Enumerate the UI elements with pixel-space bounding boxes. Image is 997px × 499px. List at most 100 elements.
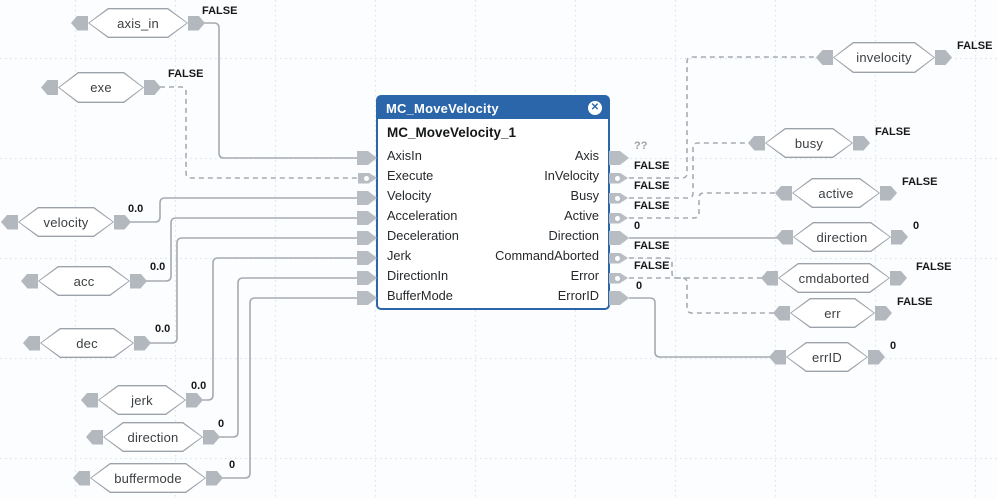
pin-input-execute[interactable]: [358, 172, 377, 184]
block-row: DirectionIn Error: [378, 265, 608, 285]
tag-connector-left[interactable]: [775, 185, 792, 201]
tag-connector-left[interactable]: [71, 15, 88, 31]
tag-errid[interactable]: errID: [769, 342, 885, 372]
tag-velocity[interactable]: velocity: [1, 207, 131, 237]
bool-pin-dot: [615, 255, 620, 261]
tag-busy[interactable]: busy: [748, 128, 870, 158]
block-close-button[interactable]: ✕: [588, 101, 602, 115]
tag-connector-right[interactable]: [206, 470, 223, 486]
bool-pin-dot: [615, 275, 620, 281]
pin-output-commandaborted[interactable]: [609, 252, 628, 264]
pin-output-active[interactable]: [609, 212, 628, 224]
pin-output-invelocity[interactable]: [609, 172, 628, 184]
tag-err[interactable]: err: [773, 298, 892, 328]
tag-connector-right[interactable]: [130, 273, 147, 289]
tag-connector-left[interactable]: [41, 80, 58, 95]
tag-connector-left[interactable]: [21, 273, 38, 289]
tag-label: dec: [76, 335, 98, 351]
pin-input-acceleration[interactable]: [357, 211, 377, 225]
tag-active[interactable]: active: [775, 178, 897, 208]
tag-connector-left[interactable]: [776, 229, 793, 245]
tag-connector-left[interactable]: [73, 470, 90, 486]
tag-acc[interactable]: acc: [21, 266, 147, 296]
value-badge: FALSE: [957, 40, 993, 52]
function-block-mc-movevelocity[interactable]: MC_MoveVelocity ✕ MC_MoveVelocity_1 Axis…: [376, 95, 610, 310]
tag-connector-left[interactable]: [769, 349, 786, 365]
tag-connector-right[interactable]: [114, 214, 131, 230]
value-badge: FALSE: [902, 176, 938, 188]
tag-label: errID: [812, 349, 842, 365]
tag-invelocity[interactable]: invelocity: [816, 42, 952, 73]
tag-axis-in[interactable]: axis_in: [71, 8, 205, 38]
pin-input-axisin[interactable]: [357, 151, 377, 165]
tag-exe[interactable]: exe: [41, 72, 161, 103]
pin-input-buffermode[interactable]: [357, 291, 377, 305]
tag-connector-left[interactable]: [773, 305, 790, 321]
tag-label: buffermode: [114, 470, 182, 486]
block-row: Acceleration Active: [378, 205, 608, 225]
block-header[interactable]: MC_MoveVelocity ✕: [378, 97, 608, 119]
tag-connector-right[interactable]: [186, 392, 203, 408]
value-badge: FALSE: [916, 261, 952, 273]
wire-acc-to-acceleration: [146, 217, 357, 282]
value-badge: FALSE: [634, 180, 670, 192]
value-badge: 0: [636, 280, 643, 292]
value-badge: 0: [913, 220, 920, 232]
tag-connector-left[interactable]: [816, 50, 833, 65]
tag-label: active: [818, 185, 854, 201]
bool-pin-dot: [615, 215, 620, 221]
pin-output-axis[interactable]: [609, 151, 629, 165]
tag-connector-right[interactable]: [188, 15, 205, 31]
tag-direction-in[interactable]: direction: [86, 422, 220, 452]
wire-dec-to-deceleration: [150, 237, 357, 344]
tag-connector-right[interactable]: [134, 335, 151, 351]
tag-label: err: [824, 305, 841, 321]
tag-connector-left[interactable]: [1, 214, 18, 230]
pin-input-deceleration[interactable]: [357, 231, 377, 245]
block-row: Jerk CommandAborted: [378, 245, 608, 265]
pin-output-error[interactable]: [609, 272, 628, 284]
pin-input-jerk[interactable]: [357, 251, 377, 265]
tag-connector-right[interactable]: [853, 135, 870, 151]
wire-error-to-err: [629, 277, 775, 314]
tag-connector-right[interactable]: [880, 185, 897, 201]
tag-label: axis_in: [117, 15, 159, 31]
value-badge: 0.0: [191, 380, 207, 392]
block-type-name: MC_MoveVelocity: [386, 100, 499, 116]
tag-cmdaborted[interactable]: cmdaborted: [761, 263, 907, 293]
tag-connector-left[interactable]: [748, 135, 765, 151]
bool-pin-dot: [615, 195, 620, 201]
bool-pin-dot: [364, 175, 369, 181]
output-label-commandaborted: CommandAborted: [495, 247, 599, 263]
tag-connector-right[interactable]: [144, 80, 161, 95]
value-badge: FALSE: [634, 160, 670, 172]
tag-label: velocity: [43, 214, 89, 230]
tag-connector-right[interactable]: [203, 429, 220, 445]
tag-buffermode[interactable]: buffermode: [73, 463, 223, 493]
tag-connector-right[interactable]: [935, 50, 952, 65]
tag-direction-out[interactable]: direction: [776, 222, 908, 252]
pin-output-busy[interactable]: [609, 192, 628, 204]
block-row: BufferMode ErrorID: [378, 285, 608, 305]
tag-connector-left[interactable]: [86, 429, 103, 445]
tag-connector-right[interactable]: [875, 305, 892, 321]
value-badge: FALSE: [897, 296, 933, 308]
tag-connector-left[interactable]: [23, 335, 40, 351]
tag-label: jerk: [131, 392, 153, 408]
pin-input-velocity[interactable]: [357, 191, 377, 205]
tag-connector-right[interactable]: [890, 270, 907, 286]
pin-input-directionin[interactable]: [357, 271, 377, 285]
tag-connector-right[interactable]: [891, 229, 908, 245]
tag-jerk[interactable]: jerk: [81, 385, 203, 415]
tag-dec[interactable]: dec: [23, 328, 151, 358]
pin-output-errorid[interactable]: [609, 291, 629, 305]
wire-buffermode-to-buffermode: [222, 297, 357, 479]
tag-connector-left[interactable]: [761, 270, 778, 286]
wire-errorid-to-errid: [629, 297, 771, 358]
pin-output-direction[interactable]: [609, 231, 629, 245]
wire-invelocity-out-to-invelocity: [629, 56, 820, 179]
tag-connector-left[interactable]: [81, 392, 98, 408]
tag-connector-right[interactable]: [868, 349, 885, 365]
